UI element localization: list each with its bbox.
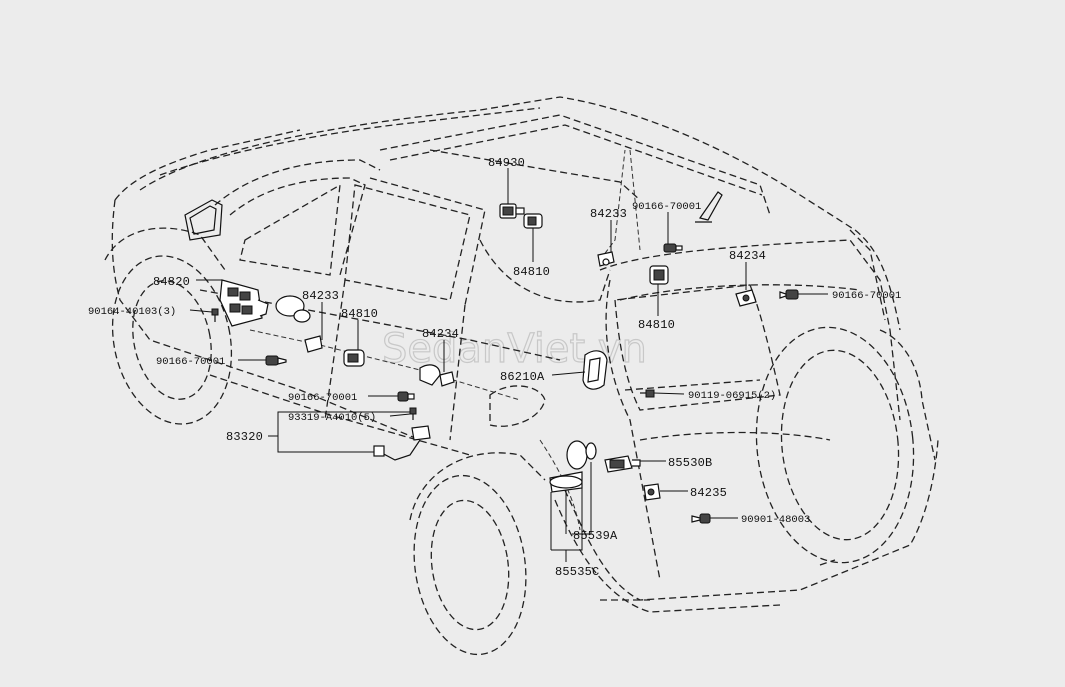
label-85539a: 85539A xyxy=(573,529,618,543)
part-84820 xyxy=(219,279,269,327)
part-84930 xyxy=(499,203,525,219)
label-90164: 90164-40103(3) xyxy=(88,306,176,318)
label-85535c: 85535C xyxy=(555,565,599,579)
part-90166-upper xyxy=(663,243,683,253)
label-84233-upper: 84233 xyxy=(590,207,627,221)
label-84810-upper: 84810 xyxy=(513,265,550,279)
label-84235: 84235 xyxy=(690,486,727,500)
part-90119 xyxy=(640,389,655,398)
label-85530b: 85530B xyxy=(668,456,712,470)
leader-lines xyxy=(189,168,828,562)
part-85530b xyxy=(604,455,641,473)
label-90901: 90901-48003 xyxy=(741,514,810,526)
part-84235 xyxy=(643,483,661,501)
part-84810-right xyxy=(649,265,669,285)
part-labels: 84930 84233 90166-70001 84810 84234 9016… xyxy=(88,156,901,579)
label-93319: 93319-A4010(5) xyxy=(288,412,376,424)
part-90166-left xyxy=(265,355,287,366)
parts xyxy=(211,203,799,524)
label-84930: 84930 xyxy=(488,156,525,170)
part-84233-left xyxy=(275,295,323,353)
label-90166-right: 90166-70001 xyxy=(832,290,901,302)
part-93319 xyxy=(409,407,417,420)
part-90166-lower xyxy=(397,391,415,402)
part-90164 xyxy=(211,308,219,322)
part-90166-right xyxy=(779,289,799,300)
part-84234-right xyxy=(735,289,757,307)
part-84810-left xyxy=(343,349,365,367)
label-90119: 90119-06915(2) xyxy=(688,390,776,402)
label-84234-left: 84234 xyxy=(422,327,459,341)
part-84810-upper xyxy=(523,213,543,229)
label-84810-right: 84810 xyxy=(638,318,675,332)
label-90166-upper: 90166-70001 xyxy=(632,201,701,213)
part-84233-upper xyxy=(597,251,615,267)
part-90901 xyxy=(691,513,711,524)
part-85539a xyxy=(549,440,597,493)
label-90166-lower: 90166-70001 xyxy=(288,392,357,404)
label-84233-left: 84233 xyxy=(302,289,339,303)
label-90166-left: 90166-70001 xyxy=(156,356,225,368)
label-86210a: 86210A xyxy=(500,370,545,384)
label-84810-left: 84810 xyxy=(341,307,378,321)
label-84820: 84820 xyxy=(153,275,190,289)
label-84234-right: 84234 xyxy=(729,249,766,263)
part-84234-left xyxy=(419,364,455,387)
part-83320 xyxy=(373,425,431,461)
vehicle-outline xyxy=(104,96,939,656)
label-83320: 83320 xyxy=(226,430,263,444)
part-86210a xyxy=(582,350,608,390)
